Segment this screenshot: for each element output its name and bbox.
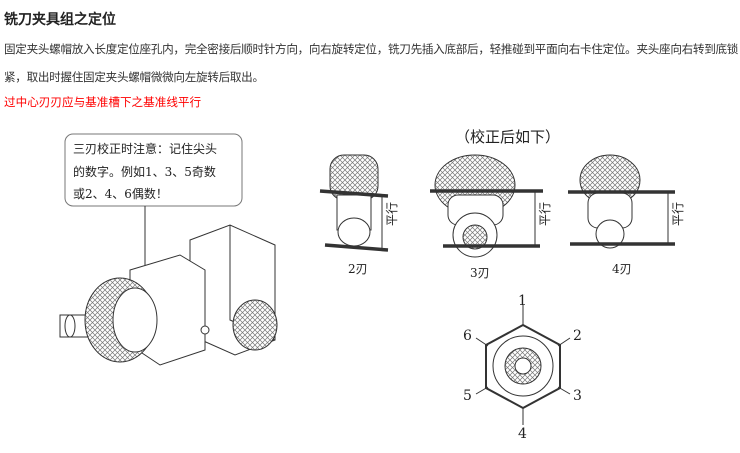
cutter-label: 4刃 [612, 262, 632, 276]
hex-number: 6 [463, 328, 472, 344]
fixture-drawing [59, 224, 278, 366]
hex-number: 2 [573, 328, 582, 344]
hex-number: 3 [573, 388, 582, 404]
callout-line: 三刃校正时注意：记住尖头 [73, 141, 217, 156]
cutter-3-flute [430, 154, 543, 258]
callout-line: 或2、4、6偶数！ [73, 186, 168, 201]
after-calibration-title: （校正后如下） [455, 128, 560, 146]
parallel-label: 平行 [671, 202, 685, 226]
hex-number: 5 [463, 388, 472, 404]
cutter-label: 3刃 [470, 266, 490, 280]
callout-box [64, 133, 243, 207]
cutter-2-flute [319, 154, 389, 252]
hex-number: 4 [518, 426, 527, 442]
instruction-paragraph: 固定夹头螺帽放入长度定位座孔内，完全密接后顺时针方向，向右旋转定位，铣刀先插入底… [4, 42, 739, 84]
hex-nut-diagram [475, 305, 571, 425]
callout-line: 的数字。例如1、3、5奇数 [73, 164, 216, 179]
parallel-label: 平行 [538, 202, 552, 226]
cutter-4-flute [568, 154, 675, 249]
red-note: 过中心刃刃应与基准槽下之基准线平行 [4, 95, 202, 109]
parallel-label: 平行 [385, 202, 399, 226]
cutter-label: 2刃 [348, 262, 368, 276]
hex-number: 1 [518, 293, 527, 309]
section-title: 铣刀夹具组之定位 [4, 12, 116, 28]
